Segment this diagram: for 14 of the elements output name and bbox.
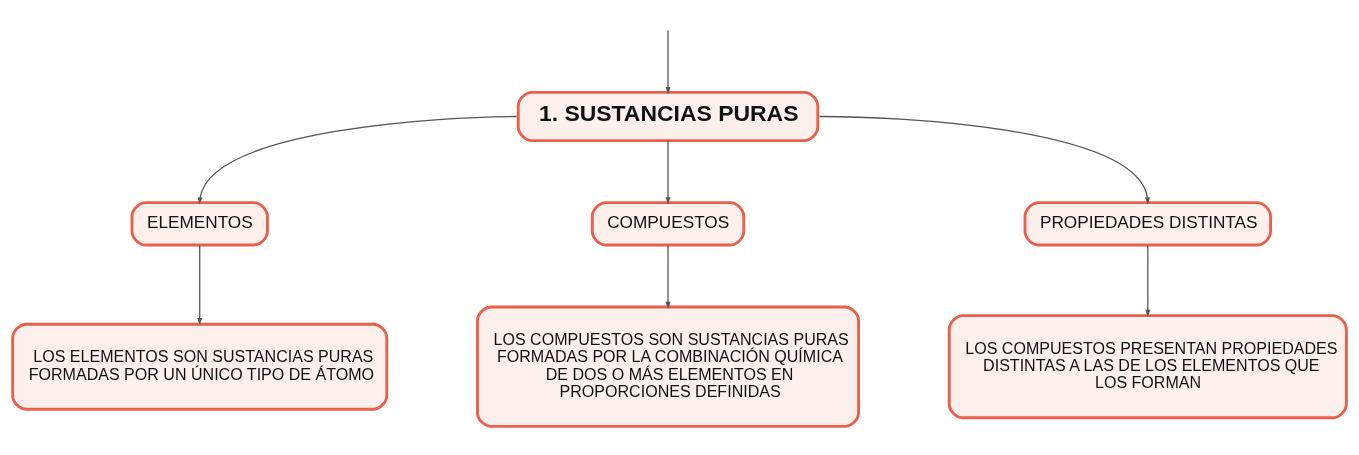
- arrow: [197, 115, 518, 204]
- node-box: LOS COMPUESTOS PRESENTAN PROPIEDADES DISTINTAS A LAS DE LOS ELEMENTOS QUE LOS FORMAN: [947, 313, 1348, 419]
- node-box: LOS ELEMENTOS SON SUSTANCIAS PURAS FORMADAS POR UN ÚNICO TIPO DE ÁTOMO: [11, 322, 389, 411]
- node-box: LOS COMPUESTOS SON SUSTANCIAS PURAS FORMADAS POR LA COMBINACIÓN QUÍMICA DE DOS O MÁS ELEMENTOS EN PROPORCIONES DEFINIDAS: [476, 305, 860, 428]
- arrow: [665, 243, 671, 309]
- arrow: [665, 29, 671, 94]
- arrow: [818, 115, 1150, 204]
- node-box: COMPUESTOS: [590, 200, 746, 246]
- arrow: [665, 139, 671, 204]
- arrow: [197, 243, 203, 325]
- node-box: 1. SUSTANCIAS PURAS: [516, 90, 820, 142]
- node-box: PROPIEDADES DISTINTAS: [1023, 200, 1273, 246]
- node-box: ELEMENTOS: [130, 200, 269, 246]
- arrow: [1145, 243, 1151, 317]
